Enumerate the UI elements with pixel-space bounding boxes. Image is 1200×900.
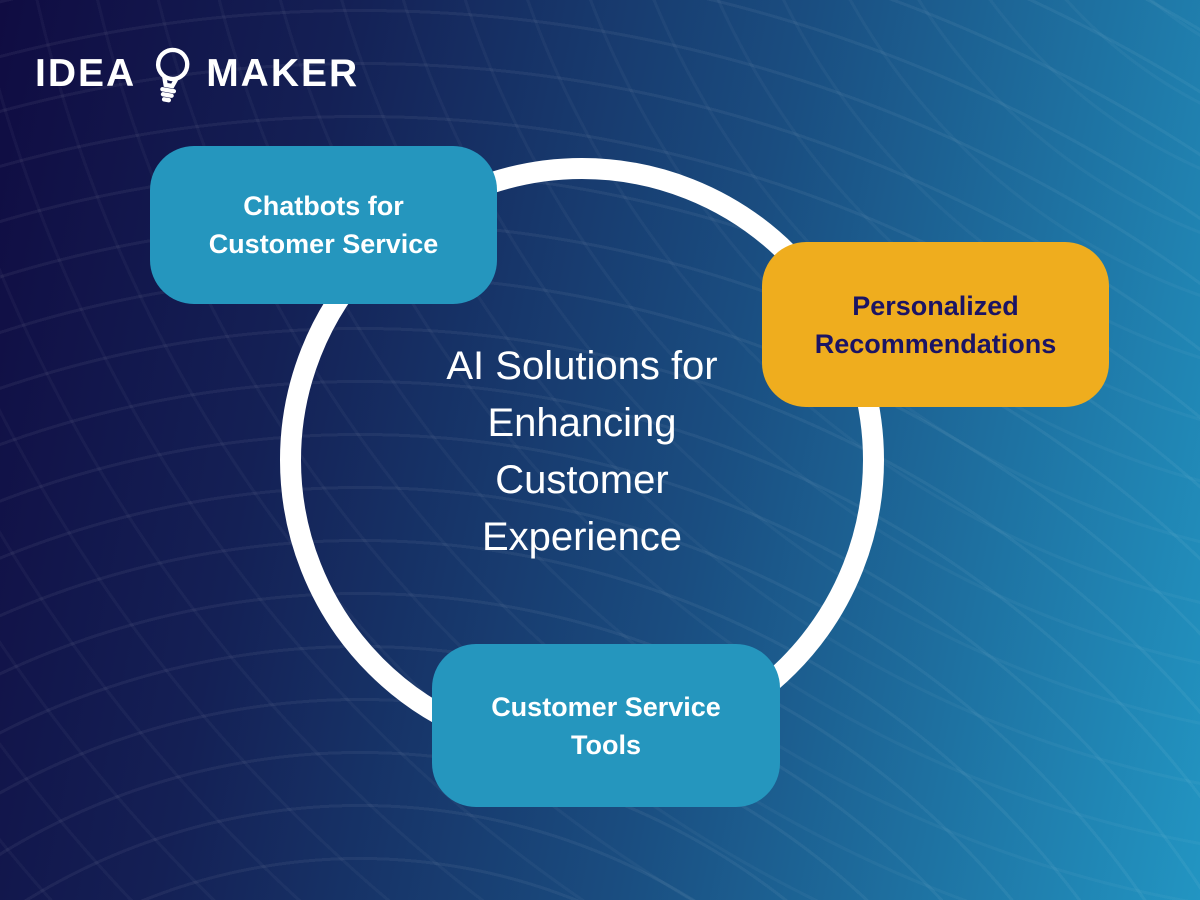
node-personalized-recommendations: Personalized Recommendations — [762, 242, 1109, 407]
lightbulb-icon — [156, 47, 190, 103]
node-label: Customer Service Tools — [491, 691, 721, 760]
node-chatbots-for-customer-service: Chatbots for Customer Service — [150, 146, 497, 304]
node-label: Personalized Recommendations — [814, 290, 1057, 359]
diagram-title: AI Solutions for Enhancing Customer Expe… — [446, 344, 718, 559]
logo: IDEA MAKER — [35, 38, 359, 110]
node-customer-service-tools: Customer Service Tools — [432, 644, 780, 807]
node-label: Chatbots for Customer Service — [208, 191, 439, 259]
logo-word-idea: IDEA — [35, 52, 137, 95]
logo-word-maker: MAKER — [206, 52, 360, 95]
